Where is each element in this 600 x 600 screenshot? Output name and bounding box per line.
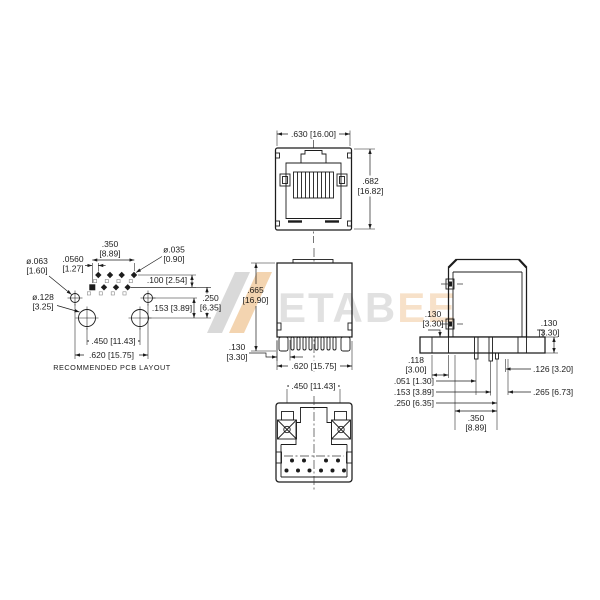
- pcb-250-dim-mm: [6.35]: [200, 303, 221, 313]
- side-tab-dim-mm: [3.30]: [422, 319, 443, 329]
- side-350-dim-in: .350: [468, 413, 485, 423]
- watermark-text-gray: ETAB: [278, 284, 397, 331]
- pcb-hole-large-dim-mm: [3.25]: [32, 302, 53, 312]
- pcb-layout-caption: RECOMMENDED PCB LAYOUT: [53, 363, 171, 372]
- side-265-dim-label: .265 [6.73]: [533, 387, 573, 397]
- bottom-post-span-label: .450 [11.43]: [291, 381, 335, 391]
- watermark-slash-gray: [207, 272, 250, 333]
- bottom-inner-contour: [281, 407, 347, 445]
- bottom-view: .450 [11.43]: [275, 380, 353, 491]
- rear-pins: [278, 336, 351, 352]
- pcb-hole-small-dim-in: ø.063: [26, 256, 48, 266]
- rear-width-dim-label: .620 [15.75]: [292, 361, 337, 371]
- front-height-dim-mm: [16.82]: [358, 186, 384, 196]
- side-250-dim-label: .250 [6.35]: [394, 398, 434, 408]
- side-flange-dim-in: .130: [541, 318, 558, 328]
- watermark-text: ETABEE: [278, 284, 457, 331]
- side-118-dim-mm: [3.00]: [405, 365, 426, 375]
- side-latch-tabs: [441, 278, 463, 330]
- side-051-dim-label: .051 [1.30]: [394, 376, 434, 386]
- pcb-153-dim-label: .153 [3.89]: [152, 303, 192, 313]
- pcb-holes: [67, 290, 156, 330]
- bottom-post-left: [277, 411, 297, 440]
- pcb-span-dim-in: .350: [102, 239, 119, 249]
- pcb-pad-dia-mm: [0.90]: [163, 254, 184, 264]
- side-126-dim-label: .126 [3.20]: [533, 364, 573, 374]
- pcb-hole-large-dim-in: ø.128: [32, 292, 54, 302]
- side-base-flange: [419, 336, 546, 354]
- pcb-pitch-dim-label: .100 [2.54]: [147, 275, 187, 285]
- pcb-620-dim-label: .620 [15.75]: [89, 350, 134, 360]
- pcb-offset-dim-mm: [1.27]: [62, 264, 83, 274]
- pcb-pad-row-upper: [93, 271, 138, 284]
- front-width-dim-label: .630 [16.00]: [291, 129, 336, 139]
- rear-pin-dim-mm: [3.30]: [226, 352, 247, 362]
- side-118-dim-in: .118: [408, 355, 424, 365]
- pcb-pad-row-lower: [87, 284, 131, 296]
- front-plug-tab: [300, 150, 327, 163]
- front-contacts: [297, 172, 330, 198]
- pcb-pad-dia-in: ø.035: [163, 245, 185, 255]
- side-body-outline: [447, 258, 528, 338]
- watermark-slash-orange: [229, 272, 272, 333]
- front-right-wing: [336, 173, 348, 187]
- front-jack-opening: [285, 162, 342, 219]
- rear-body-outline: [276, 262, 353, 338]
- pcb-offset-dim-in: .0560: [62, 254, 84, 264]
- pcb-span-dim-mm: [8.89]: [99, 249, 120, 259]
- watermark: ETABEE: [207, 272, 457, 333]
- pcb-hole-small-dim-mm: [1.60]: [26, 266, 47, 276]
- pcb-layout: .350 [8.89] .0560 [1.27] ø.035 [0.90] .1…: [26, 239, 224, 372]
- side-view: .130 [3.30] .118 [3.00] .051 [1.30] .153…: [394, 258, 573, 433]
- side-153-dim-label: .153 [3.89]: [394, 387, 434, 397]
- front-height-dim-in: .682: [362, 176, 379, 186]
- front-view: .630 [16.00] .682 [16.82]: [274, 128, 386, 243]
- pcb-250-dim-in: .250: [202, 293, 219, 303]
- pcb-450-dim-label: .450 [11.43]: [91, 336, 135, 346]
- front-left-wing: [279, 173, 291, 187]
- side-350-dim-mm: [8.89]: [465, 423, 486, 433]
- watermark-text-orange: EE: [397, 284, 457, 331]
- side-tab-dim-in: .130: [425, 309, 442, 319]
- side-flange-dim-mm: [3.30]: [538, 328, 559, 338]
- bottom-pin-dots: [284, 458, 346, 473]
- rear-pin-dim-in: .130: [229, 342, 246, 352]
